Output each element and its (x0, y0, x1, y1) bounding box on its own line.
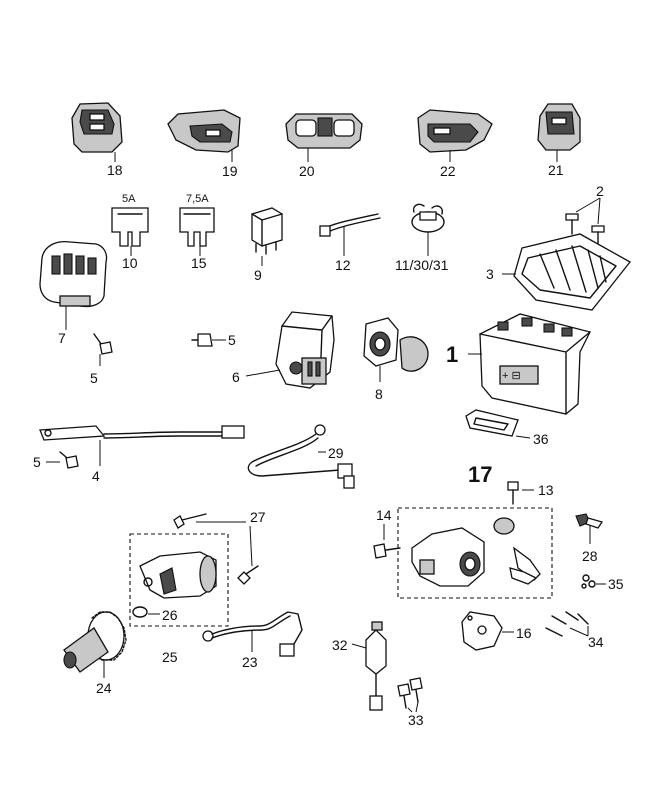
component-32 (351, 621, 387, 711)
screws-2 (565, 197, 605, 245)
screws-34 (545, 611, 589, 637)
label-5-left: 5 (90, 370, 98, 386)
lock-set-box (397, 507, 553, 599)
screw-5-left (93, 333, 113, 366)
bolts-27 (173, 513, 259, 585)
starter-motor (139, 551, 217, 599)
label-16: 16 (516, 625, 532, 641)
wiring-23 (202, 611, 303, 657)
label-10: 10 (122, 255, 138, 271)
ground-cable-29 (247, 424, 355, 489)
socket-8 (363, 317, 429, 382)
label-3: 3 (486, 266, 494, 282)
clip-11-30-31 (411, 203, 445, 256)
label-15: 15 (191, 255, 207, 271)
starter-clutch-24 (63, 611, 127, 678)
label-35: 35 (608, 576, 624, 592)
screw-5-lower (46, 451, 79, 469)
screws-33 (397, 677, 423, 713)
label-18: 18 (107, 162, 123, 178)
left-switch-19 (167, 109, 241, 162)
relay-9 (251, 207, 283, 266)
label-21: 21 (548, 162, 564, 178)
label-26: 26 (162, 607, 178, 623)
label-12: 12 (335, 257, 351, 273)
cdi-unit-6 (245, 311, 335, 389)
label-2: 2 (596, 183, 604, 199)
label-4: 4 (92, 468, 100, 484)
label-34: 34 (588, 634, 604, 650)
label-33: 33 (408, 712, 424, 728)
key-28 (575, 513, 604, 544)
label-9: 9 (254, 267, 262, 283)
o-ring-26 (132, 606, 160, 618)
label-1: 1 (446, 342, 458, 367)
right-switch-22 (417, 109, 493, 162)
starter-set-box (129, 533, 229, 627)
label-32: 32 (332, 637, 348, 653)
label-19: 19 (222, 163, 238, 179)
cable-tie-12 (319, 213, 381, 256)
ignition-lock-17 (411, 517, 541, 587)
label-11-30-31: 11/30/31 (395, 257, 449, 273)
label-5-lower: 5 (33, 454, 41, 470)
battery-1: + ⊟ (468, 313, 591, 415)
fuse-10 (111, 207, 149, 256)
label-24: 24 (96, 680, 112, 696)
nut-35 (581, 574, 606, 589)
label-7: 7 (58, 330, 66, 346)
label-27: 27 (250, 509, 266, 525)
label-23: 23 (242, 654, 258, 670)
sensor-4 (39, 425, 245, 466)
label-6: 6 (232, 369, 240, 385)
control-module-7 (39, 240, 108, 330)
fuse-rating-7-5a: 7,5A (186, 193, 209, 205)
label-28: 28 (582, 548, 598, 564)
battery-tray-3 (502, 233, 631, 311)
bracket-16 (461, 611, 514, 651)
label-13: 13 (538, 482, 554, 498)
label-29: 29 (328, 445, 344, 461)
screw-5-mid (191, 333, 226, 347)
label-25: 25 (162, 649, 178, 665)
label-8: 8 (375, 386, 383, 402)
left-switch-18 (71, 102, 123, 162)
bolt-13 (507, 481, 534, 505)
battery-pad-36 (465, 409, 531, 439)
label-20: 20 (299, 163, 315, 179)
screw-14 (373, 524, 401, 559)
fuse-rating-5a: 5A (122, 193, 136, 205)
label-5-mid: 5 (228, 332, 236, 348)
svg-text:+ ⊟: + ⊟ (502, 370, 521, 382)
label-14: 14 (376, 507, 392, 523)
center-switch-20 (285, 113, 363, 162)
label-17: 17 (468, 462, 492, 487)
label-36: 36 (533, 431, 549, 447)
fuse-15 (179, 207, 215, 256)
right-switch-21 (537, 103, 581, 162)
label-22: 22 (440, 163, 456, 179)
